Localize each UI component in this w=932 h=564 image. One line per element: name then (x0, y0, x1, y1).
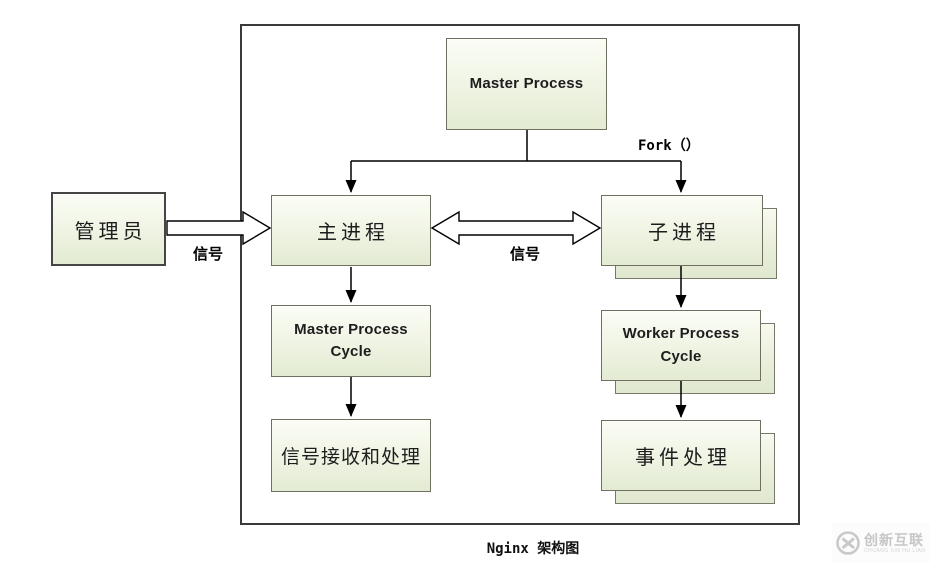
node-master-process-cycle: Master Process Cycle (271, 305, 431, 377)
node-worker-process-cycle: Worker Process Cycle (601, 310, 761, 381)
node-master-process-label: Master Process (469, 74, 584, 92)
node-main-process: 主进程 (271, 195, 431, 266)
diagram-caption: Nginx 架构图 (486, 541, 580, 557)
watermark-name: 创新互联 (864, 531, 924, 548)
node-administrator-label: 管理员 (74, 218, 147, 243)
node-child-process-label: 子进程 (648, 220, 720, 244)
fork-label: Fork（） (638, 138, 700, 154)
node-child-process: 子进程 (601, 195, 763, 266)
signal-label-left: 信号 (192, 245, 223, 263)
watermark-subtext: CHUANG XIN HU LIAN (864, 547, 926, 554)
node-signal-handling: 信号接收和处理 (271, 419, 431, 492)
node-main-process-label: 主进程 (317, 220, 389, 244)
node-event-handling-label: 事件处理 (635, 445, 731, 469)
watermark: 创新互联 CHUANG XIN HU LIAN (832, 523, 930, 563)
signal-label-middle: 信号 (509, 245, 540, 263)
node-event-handling: 事件处理 (601, 420, 761, 491)
node-master-process: Master Process (446, 38, 607, 130)
node-worker-process-cycle-label: Worker Process Cycle (622, 325, 740, 365)
watermark-logo-icon (836, 531, 860, 555)
node-signal-handling-label: 信号接收和处理 (280, 446, 421, 468)
node-administrator: 管理员 (51, 192, 166, 266)
node-master-process-cycle-label: Master Process Cycle (294, 320, 408, 361)
